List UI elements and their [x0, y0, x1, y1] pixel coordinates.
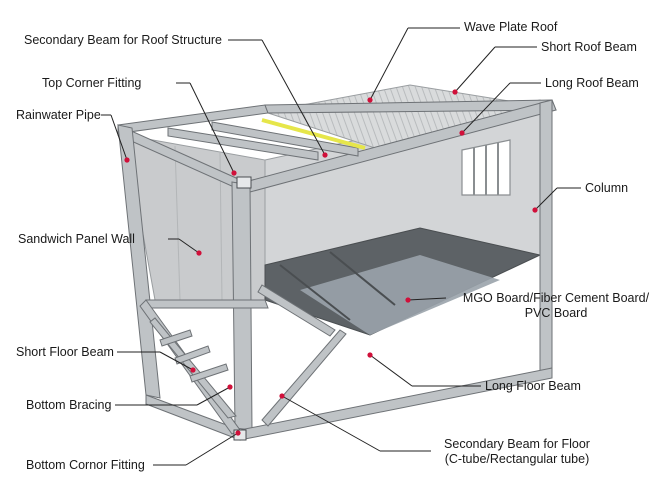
- label-bottom-bracing: Bottom Bracing: [26, 398, 112, 412]
- label-mgo-board: MGO Board/Fiber Cement Board/ PVC Board: [446, 291, 666, 321]
- window: [461, 139, 511, 196]
- label-mgo-board-line2: PVC Board: [524, 306, 588, 320]
- label-mgo-board-line1: MGO Board/Fiber Cement Board/: [462, 291, 650, 305]
- short-floor-beams: [159, 329, 229, 383]
- label-bottom-corner-fitting: Bottom Cornor Fitting: [26, 458, 145, 472]
- label-top-corner-fitting: Top Corner Fitting: [42, 76, 142, 90]
- label-long-floor-beam: Long Floor Beam: [485, 379, 581, 393]
- top-corner-fitting: [236, 176, 252, 189]
- label-secondary-beam-floor-line1: Secondary Beam for Floor: [444, 437, 590, 451]
- label-secondary-beam-floor-line2: (C-tube/Rectangular tube): [444, 452, 590, 466]
- floor-board-light: [300, 255, 500, 335]
- bottom-bracing: [257, 284, 347, 427]
- label-column: Column: [585, 181, 629, 195]
- label-short-floor-beam: Short Floor Beam: [16, 345, 114, 359]
- label-rainwater-pipe: Rainwater Pipe: [16, 108, 101, 122]
- label-long-roof-beam: Long Roof Beam: [545, 76, 639, 90]
- marker-dots: [124, 89, 538, 436]
- label-secondary-beam-floor: Secondary Beam for Floor (C-tube/Rectang…: [432, 437, 602, 467]
- label-secondary-beam-roof: Secondary Beam for Roof Structure: [24, 33, 223, 47]
- label-wave-plate-roof: Wave Plate Roof: [464, 20, 558, 34]
- label-sandwich-panel-wall: Sandwich Panel Wall: [18, 232, 135, 246]
- leader-lines: [101, 27, 581, 466]
- label-short-roof-beam: Short Roof Beam: [541, 40, 637, 54]
